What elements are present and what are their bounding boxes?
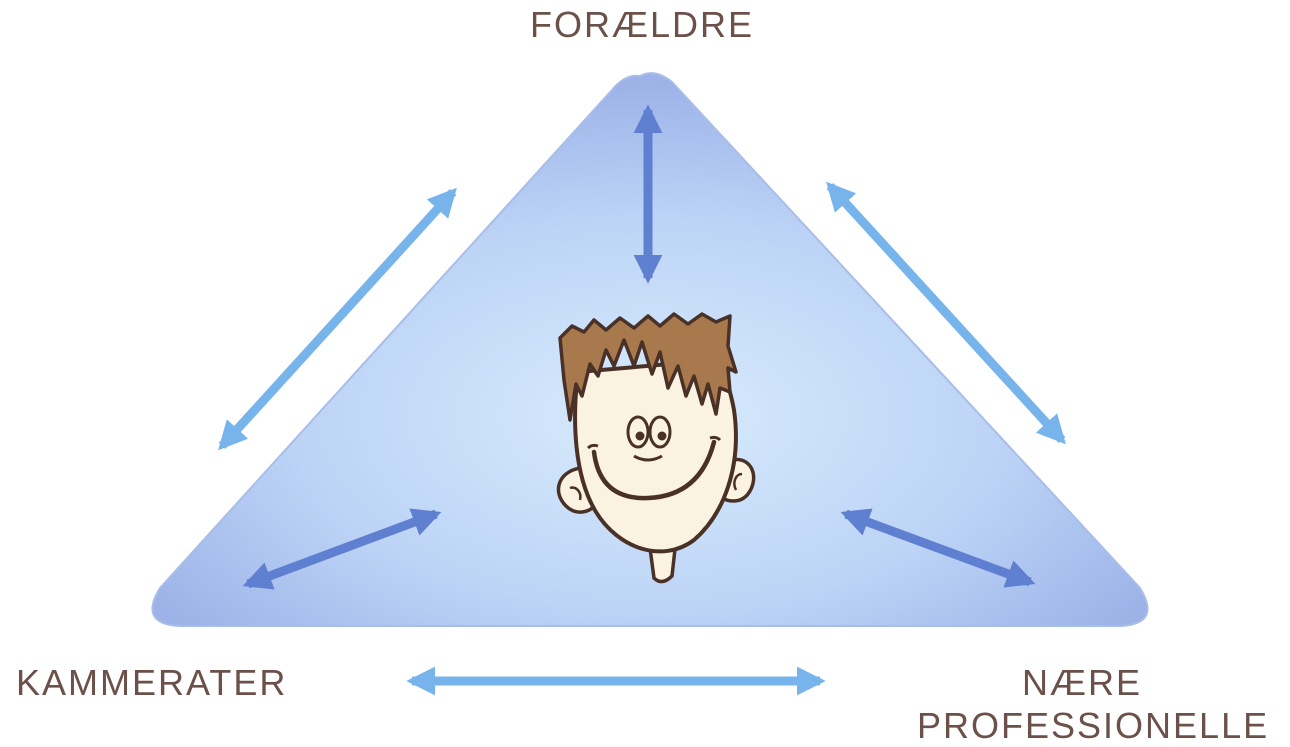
arrow-parents-peers [218,187,457,451]
label-foraeldre: FORÆLDRE [530,4,755,45]
label-kammerater: KAMMERATER [16,662,288,703]
arrow-peers-child [242,508,442,590]
label-professionelle: PROFESSIONELLE [917,705,1270,746]
arrow-parents-professionals [826,181,1066,445]
smiling-boy-face-icon [556,312,756,584]
label-naere: NÆRE [1022,662,1143,703]
arrow-professionals-child [840,508,1036,588]
